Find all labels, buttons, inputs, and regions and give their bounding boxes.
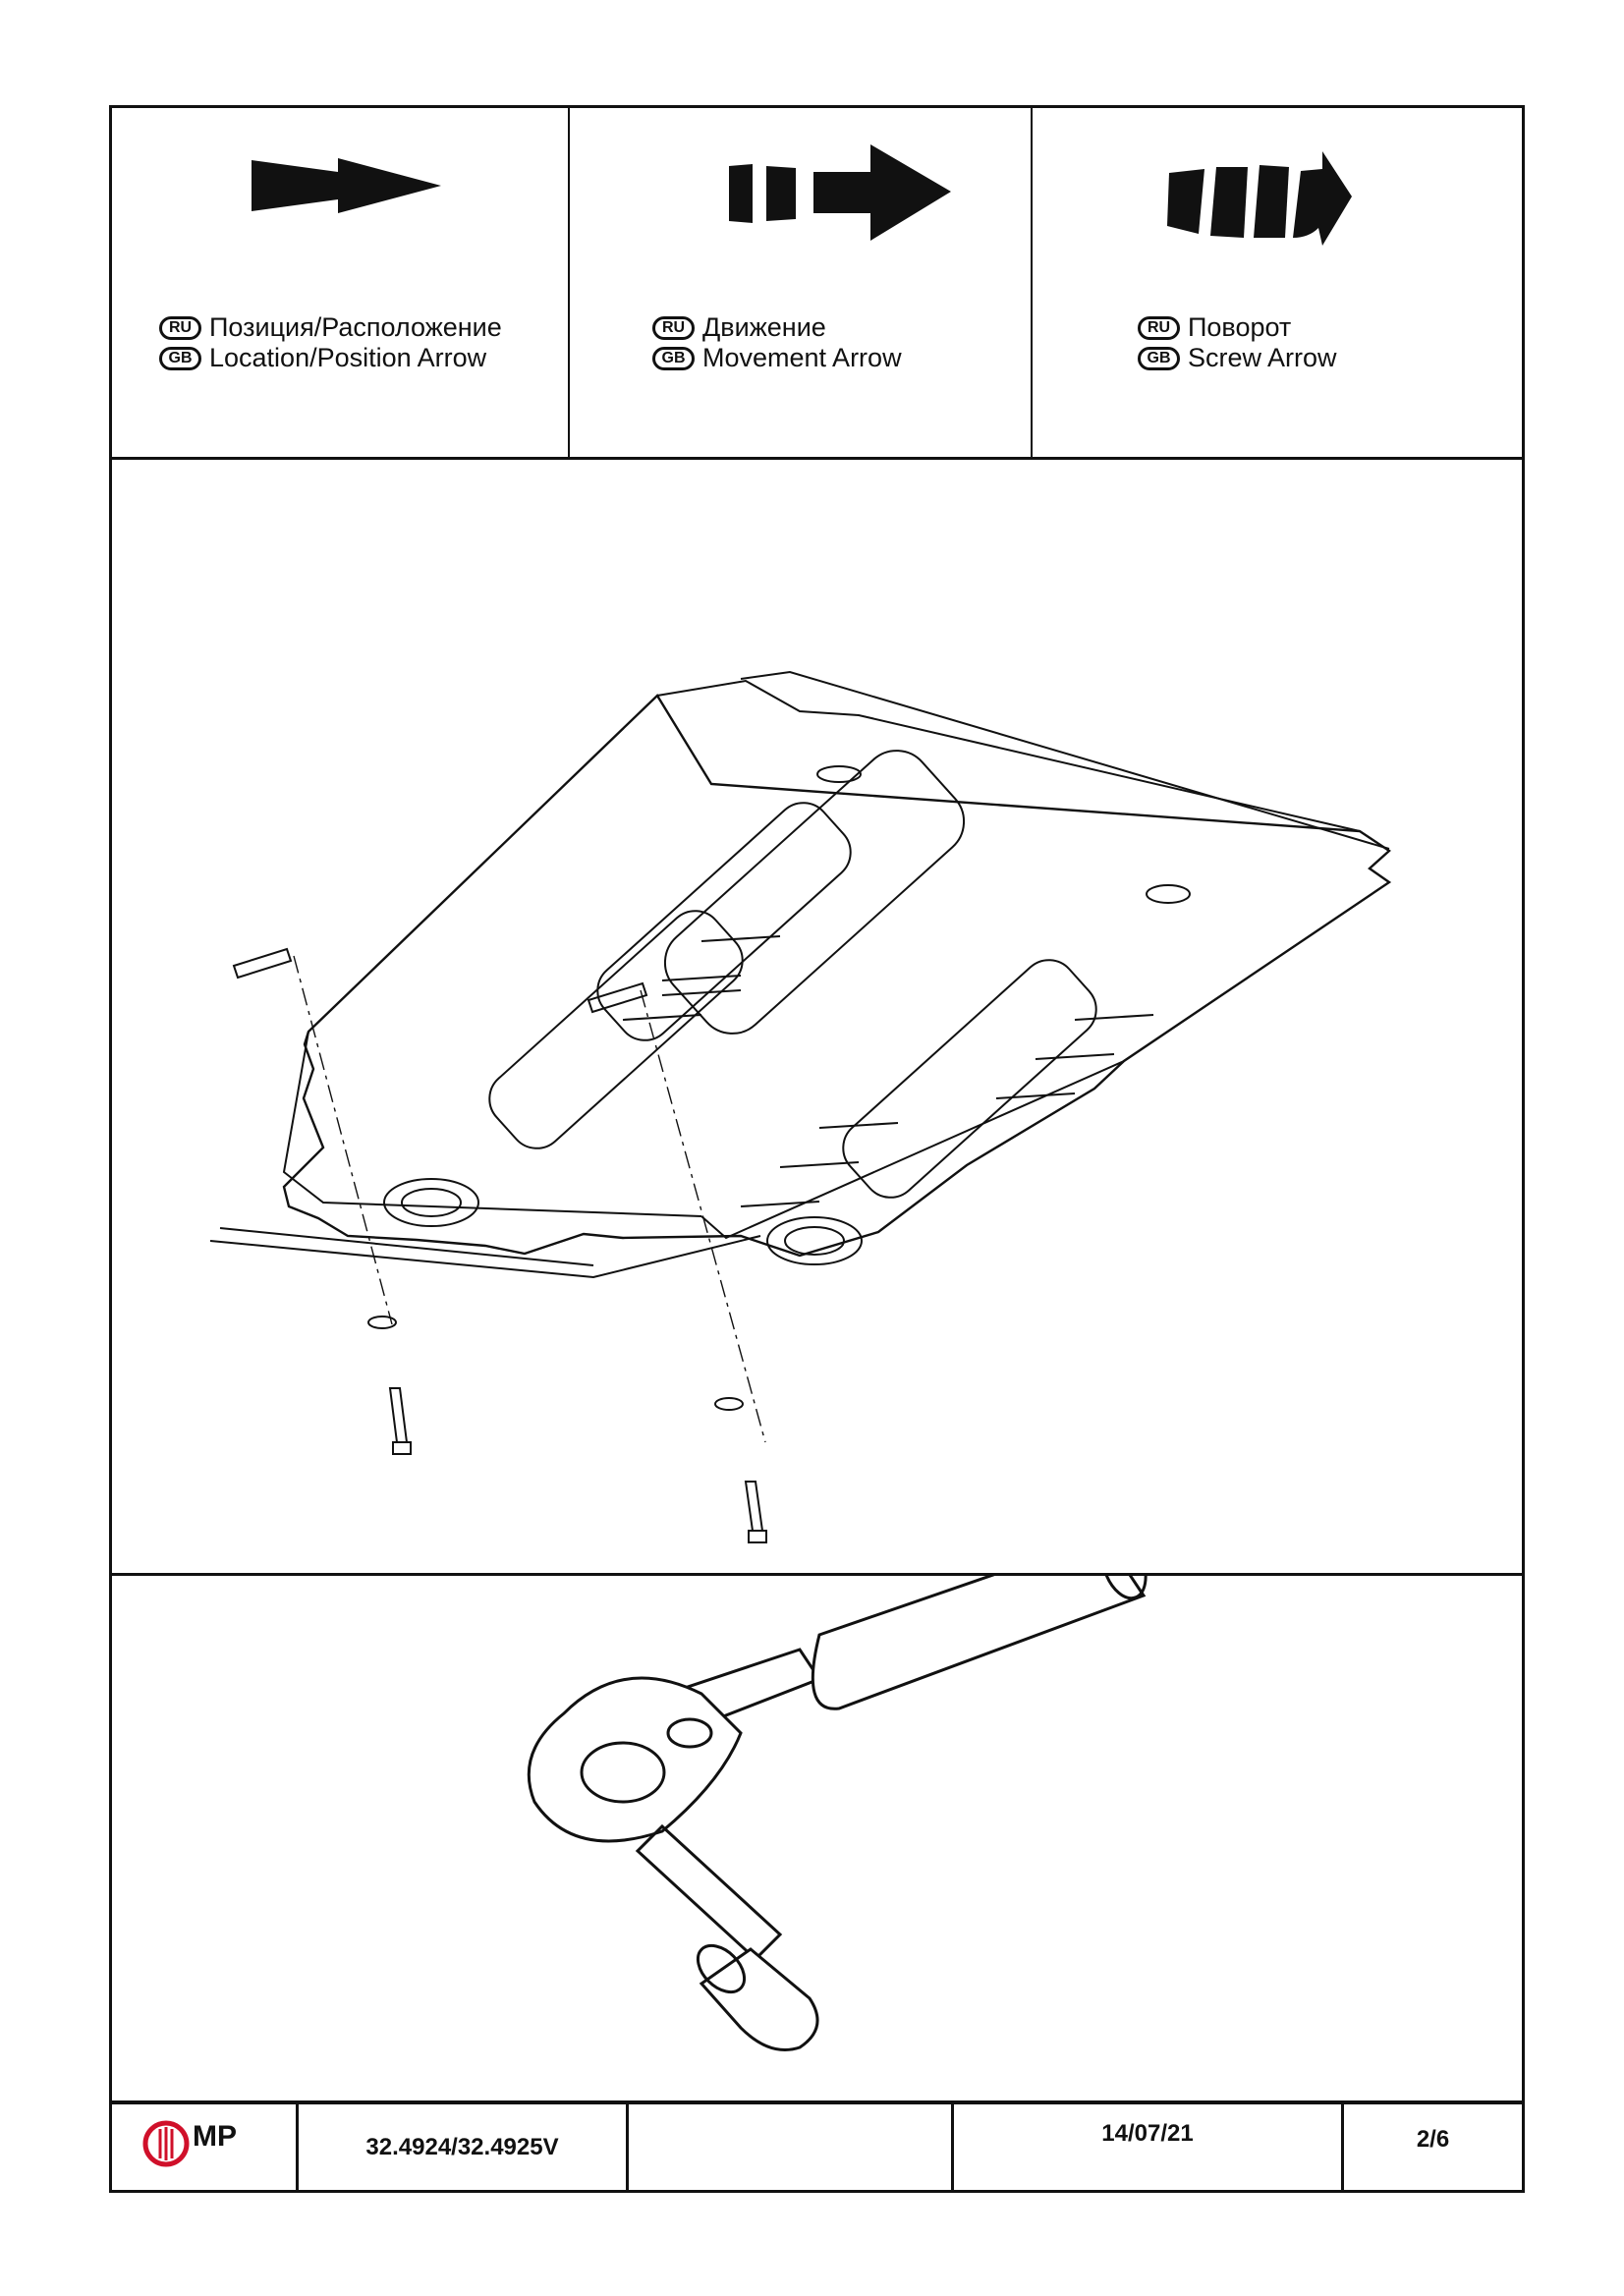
part-number-cell: 32.4924/32.4925V [299,2104,629,2190]
legend-screw-text: RU Поворот GB Screw Arrow [1138,312,1337,373]
page-number: 2/6 [1416,2126,1450,2153]
location-arrow-icon [252,158,441,213]
logo-text: MP [193,2120,237,2153]
legend-screw: RU Поворот GB Screw Arrow [1031,108,1522,457]
skid-plate-assembly-diagram [209,670,1392,1543]
logo-cell: MP [112,2104,299,2190]
legend-movement-text: RU Движение GB Movement Arrow [652,312,902,373]
screw-arrow-icon [1167,151,1352,246]
legend-movement: RU Движение GB Movement Arrow [568,108,1031,457]
company-logo [142,2120,190,2167]
gb-badge: GB [652,346,695,370]
blank-cell [629,2104,954,2190]
legend-location-text: RU Позиция/Расположение GB Location/Positi… [159,312,502,373]
gb-badge: GB [1138,346,1180,370]
page-frame: RU Позиция/Расположение GB Location/Positi… [109,105,1525,2193]
title-block: MP 32.4924/32.4925V 14/07/21 2/6 [112,2100,1522,2190]
revision-date: 14/07/21 [1101,2120,1194,2147]
gb-badge: GB [159,346,201,370]
movement-arrow-icon [729,144,951,241]
legend-ru-label: Позиция/Расположение [209,312,502,342]
tool-panel [112,1576,1522,2100]
part-number: 32.4924/32.4925V [365,2134,559,2160]
legend-ru-label: Поворот [1188,312,1292,342]
ru-badge: RU [1138,315,1180,340]
arrow-legend: RU Позиция/Расположение GB Location/Positi… [112,108,1522,460]
ratchet-wrench-icon [527,1576,1148,2051]
page-cell: 2/6 [1344,2104,1522,2190]
date-cell: 14/07/21 [954,2104,1344,2190]
ru-badge: RU [652,315,695,340]
ru-badge: RU [159,315,201,340]
assembly-drawing-panel [112,460,1522,1576]
legend-location: RU Позиция/Расположение GB Location/Positi… [112,108,568,457]
legend-gb-label: Location/Position Arrow [209,343,487,372]
legend-gb-label: Movement Arrow [702,343,902,372]
legend-ru-label: Движение [702,312,826,342]
legend-gb-label: Screw Arrow [1188,343,1337,372]
